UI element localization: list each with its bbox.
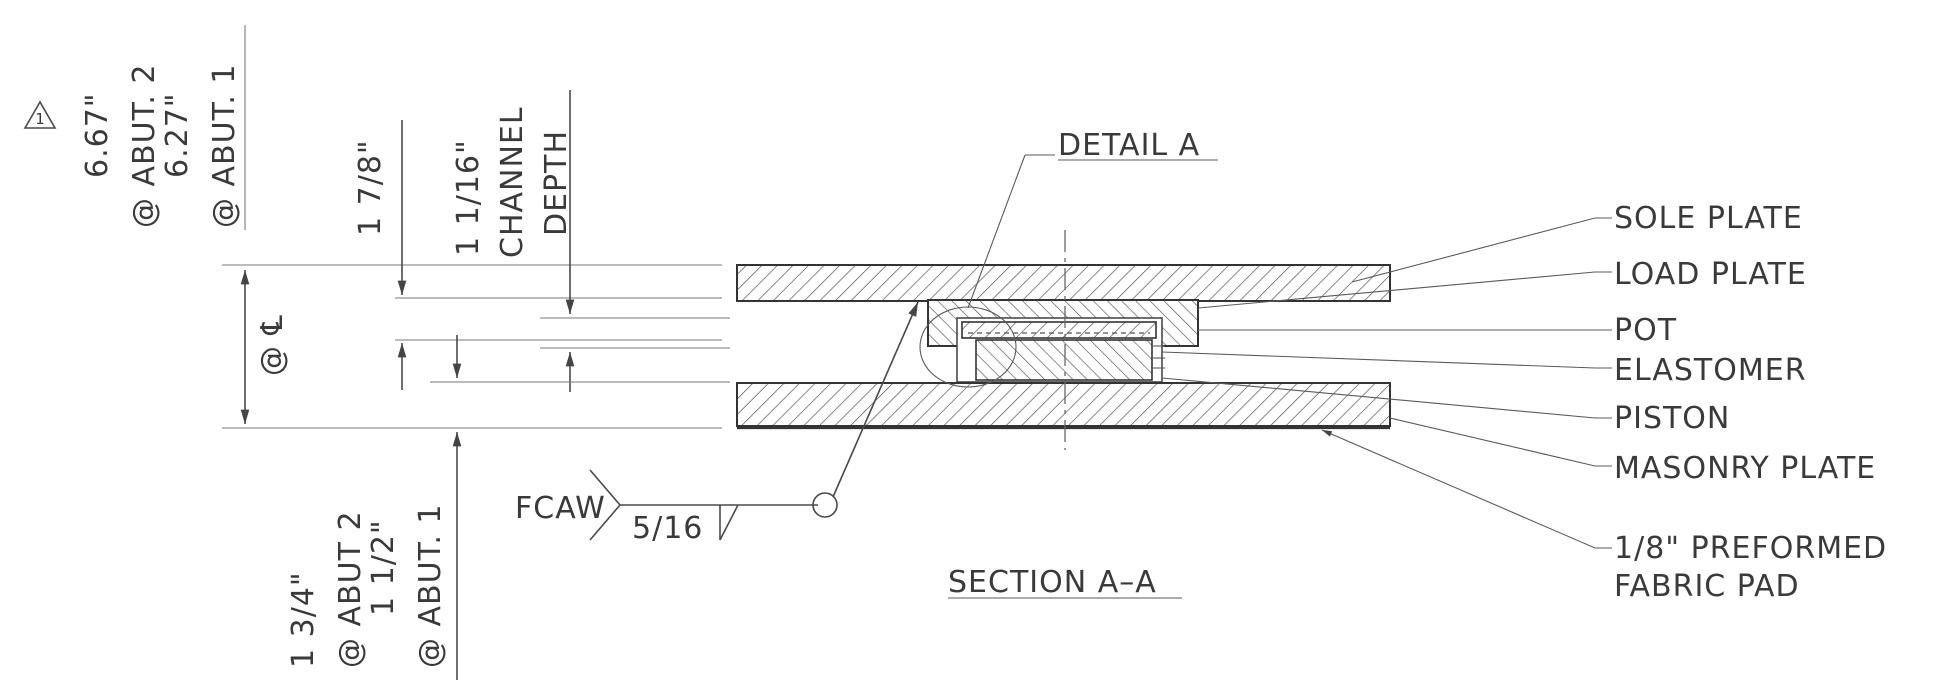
sole-plate-shape (736, 264, 1391, 302)
masonry-plate-shape (736, 382, 1391, 427)
label-load-plate: LOAD PLATE (1614, 257, 1807, 292)
weld-process-label: FCAW (515, 491, 606, 526)
dim-centerline-label: @ ℄ (255, 314, 290, 376)
label-fabric-pad: FABRIC PAD (1614, 569, 1800, 604)
detail-a-label: DETAIL A (1058, 128, 1200, 163)
label-piston: PISTON (1614, 401, 1730, 436)
component-leaders (1161, 217, 1612, 549)
label-sole-plate: SOLE PLATE (1614, 201, 1803, 236)
top-dimension-texts: 6.67" @ ABUT. 2 6.27" @ ABUT. 1 @ ℄ 1 7/… (80, 63, 574, 376)
dim-1-1-2: 1 1/2" (366, 519, 401, 616)
dim-1-7-8: 1 7/8" (353, 139, 388, 236)
label-masonry-plate: MASONRY PLATE (1614, 451, 1876, 486)
svg-text:1: 1 (35, 110, 45, 128)
dim-1-3-4: 1 3/4" (286, 571, 321, 668)
section-title-text: SECTION A–A (948, 565, 1157, 600)
component-labels: SOLE PLATE LOAD PLATE POT ELASTOMER PIST… (1614, 201, 1887, 604)
label-pot: POT (1614, 313, 1677, 348)
dim-1-1-16: 1 1/16" (451, 139, 486, 256)
dim-6-67: 6.67" (80, 92, 115, 178)
dim-depth-label: DEPTH (539, 130, 574, 236)
dim-abut1-bottom: @ ABUT. 1 (413, 503, 448, 668)
dim-6-27: 6.27" (160, 92, 195, 178)
elastomer-shape (975, 339, 1153, 381)
detail-a-callout: DETAIL A (967, 128, 1218, 309)
dim-abut1-label: @ ABUT. 1 (207, 63, 242, 228)
dim-abut2-bottom: @ ABUT 2 (333, 510, 368, 668)
label-preformed: 1/8" PREFORMED (1614, 531, 1887, 566)
dimension-lines (222, 25, 730, 680)
label-elastomer: ELASTOMER (1614, 353, 1807, 388)
dim-abut2-label: @ ABUT. 2 (127, 63, 162, 228)
weld-size-label: 5/16 (632, 511, 703, 546)
section-title: SECTION A–A (948, 565, 1182, 600)
dim-channel-label: CHANNEL (495, 106, 530, 258)
bearing-section (736, 230, 1391, 450)
weld-all-around-icon (812, 492, 838, 518)
bottom-dimension-texts: 1 3/4" @ ABUT 2 1 1/2" @ ABUT. 1 (286, 503, 448, 668)
piston-shape (961, 321, 1157, 339)
revision-triangle-icon: 1 (23, 100, 57, 129)
weld-symbol: FCAW 5/16 (515, 301, 919, 546)
